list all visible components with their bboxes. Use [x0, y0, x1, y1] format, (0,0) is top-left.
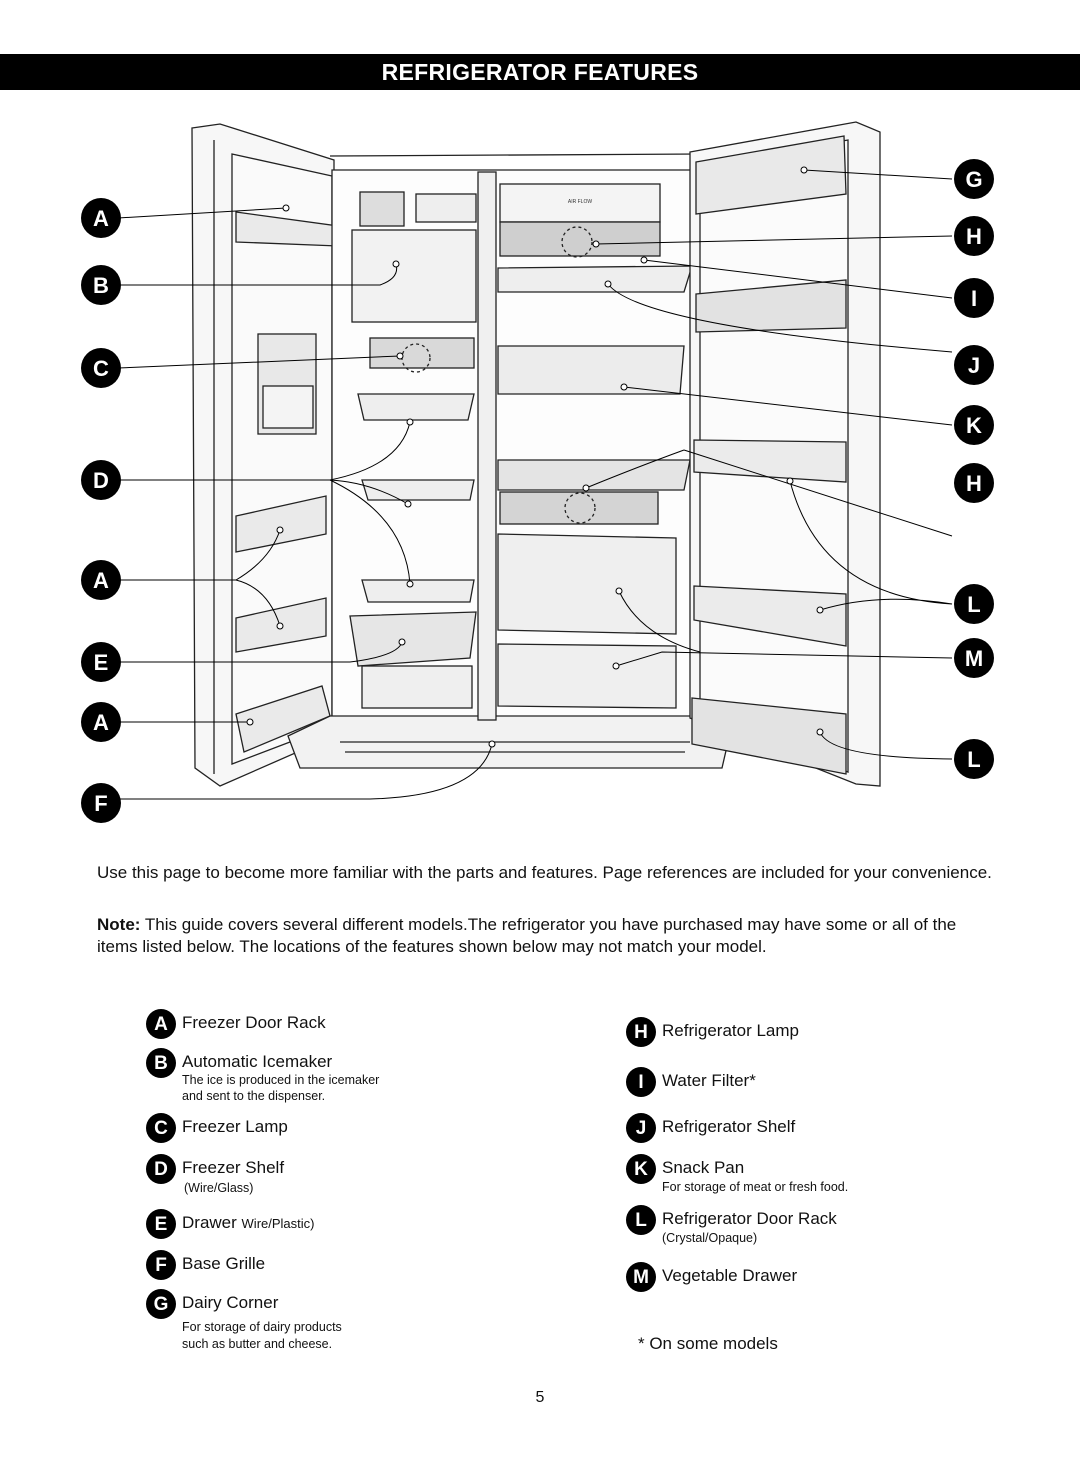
badge-d: D [93, 468, 109, 493]
leader-lines [117, 169, 953, 800]
legend-badge: K [626, 1154, 656, 1184]
legend-label: Automatic Icemaker [182, 1052, 333, 1071]
page-title: REFRIGERATOR FEATURES [0, 54, 1080, 90]
legend-badge: A [146, 1009, 176, 1039]
freezer-lamp [369, 337, 475, 369]
legend-note: For storage of dairy products [182, 1320, 342, 1334]
legend-label: Drawer Wire/Plastic) [182, 1213, 314, 1233]
legend-note: and sent to the dispenser. [182, 1089, 326, 1103]
legend-label-note: Wire/Plastic) [241, 1216, 315, 1231]
legend-badge: C [146, 1113, 176, 1143]
note-label: Note: [97, 915, 141, 934]
legend-note: The ice is produced in the icemaker [182, 1073, 380, 1087]
freezer-shelf-1 [357, 393, 475, 421]
legend-label: Refrigerator Lamp [662, 1021, 800, 1040]
badge-m: M [965, 646, 983, 671]
legend-label: Water Filter* [662, 1071, 756, 1090]
badge-e: E [94, 650, 109, 675]
left-badges: A B C D A E A F [81, 198, 121, 823]
legend-badge: J [626, 1113, 656, 1143]
legend-badge: F [146, 1250, 176, 1280]
badge-j: J [968, 353, 980, 378]
panel-label: AIR FLOW [568, 199, 592, 205]
legend-label: Base Grille [182, 1254, 266, 1273]
badge-l-1: L [967, 592, 980, 617]
refrigerator-door-rack-2 [693, 585, 847, 647]
right-badges: G H I J K H L M L [954, 159, 994, 779]
badge-h-2: H [966, 471, 982, 496]
legend-label: Dairy Corner [182, 1293, 279, 1312]
refrigerator-diagram: AIR FLOW A B C D A E A F G H I J K H L M… [81, 121, 994, 823]
badge-g: G [965, 167, 982, 192]
badge-a-1: A [93, 206, 109, 231]
footnote: * On some models [638, 1334, 778, 1353]
legend-badge: G [146, 1289, 176, 1319]
snack-pan [497, 459, 691, 491]
legend-badge: I [626, 1067, 656, 1097]
vegetable-drawer-2 [497, 643, 677, 709]
dairy-corner [695, 135, 847, 215]
freezer-door-rack-2 [235, 495, 327, 553]
legend-badge: B [146, 1048, 176, 1078]
legend-note: For storage of meat or fresh food. [662, 1180, 849, 1194]
legend-label: Refrigerator Door Rack [662, 1209, 837, 1228]
freezer-drawer [349, 611, 477, 667]
legend-badge: D [146, 1154, 176, 1184]
freezer-shelf-3 [361, 579, 475, 603]
refrigerator-illustration [191, 121, 881, 787]
legend-note: (Wire/Glass) [184, 1181, 254, 1195]
refrigerator-door-rack-3 [691, 697, 847, 775]
badge-a-3: A [93, 710, 109, 735]
legend-badge: H [626, 1017, 656, 1047]
badge-c: C [93, 356, 109, 381]
vegetable-drawer-1 [497, 533, 677, 635]
legend-badge: E [146, 1209, 176, 1239]
legend-label: Snack Pan [662, 1158, 745, 1177]
badge-a-2: A [93, 568, 109, 593]
legend-label: Refrigerator Shelf [662, 1117, 796, 1136]
note-body: This guide covers several different mode… [97, 915, 957, 956]
badge-h-1: H [966, 224, 982, 249]
badge-i: I [971, 286, 977, 311]
badge-k: K [966, 413, 982, 438]
legend-label-text: Drawer [182, 1213, 237, 1232]
leader-dots [246, 166, 824, 748]
legend-badge: L [626, 1205, 656, 1235]
page-number: 5 [535, 1389, 545, 1406]
note-text: Note: This guide covers several differen… [97, 914, 997, 958]
intro-text: Use this page to become more familiar wi… [97, 863, 992, 882]
badge-l-2: L [967, 747, 980, 772]
legend-label: Freezer Lamp [182, 1117, 288, 1136]
refrigerator-door-rack-1 [693, 439, 847, 483]
refrigerator-shelf-2 [497, 345, 685, 395]
legend-note: (Crystal/Opaque) [662, 1231, 758, 1245]
badge-b: B [93, 273, 109, 298]
legend-badge: M [626, 1262, 656, 1292]
badge-f: F [94, 791, 107, 816]
refrigerator-shelf-1 [497, 265, 693, 293]
legend-note: such as butter and cheese. [182, 1337, 333, 1351]
icemaker [351, 229, 477, 323]
legend-label: Vegetable Drawer [662, 1266, 798, 1285]
legend-label: Freezer Shelf [182, 1158, 285, 1177]
legend-label: Freezer Door Rack [182, 1013, 326, 1032]
